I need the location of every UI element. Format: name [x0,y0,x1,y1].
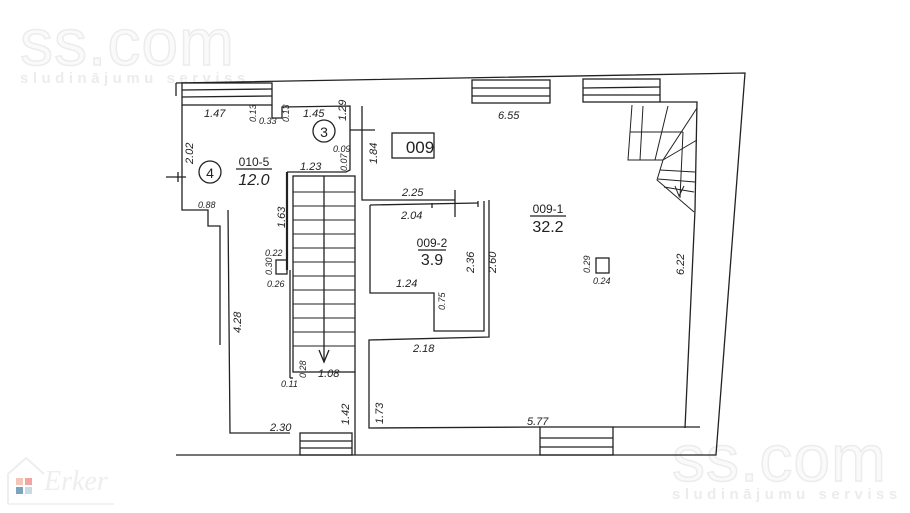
dim: 1.23 [300,161,322,173]
room-009-2-id: 009-2 [417,236,448,250]
marker-3: 3 [320,124,328,140]
dim: 1.45 [303,108,325,120]
room-009-1-id: 009-1 [533,202,564,216]
dim: 2.04 [400,210,422,222]
column [595,257,610,274]
dim: 0.07 [339,152,349,171]
dim: 1.47 [204,108,226,120]
dim: 1.84 [368,143,380,164]
dim: 1.73 [374,402,386,424]
dim: 6.55 [498,110,520,122]
room-010-5-walls [166,105,351,434]
dim: 1.24 [396,278,417,290]
dim: 0.33 [259,116,277,126]
room-009-1-area: 32.2 [532,219,563,236]
erker-logo: Erker [4,452,116,508]
unit-label-box [391,132,435,159]
dim: 2.30 [269,422,292,434]
dim: 0.13 [248,104,258,122]
dim: 6.22 [675,254,687,275]
dim: 0.11 [281,379,298,389]
dim: 0.22 [265,248,283,258]
marker-4: 4 [206,165,214,181]
dim: 2.02 [184,143,196,165]
room-010-5-id: 010-5 [239,155,270,169]
dim: 2.60 [487,251,499,274]
dim: 0.29 [582,255,592,273]
dim: 2.25 [401,187,424,199]
logo-text: Erker [44,466,108,497]
room-009-2-area: 3.9 [421,252,443,269]
window-bottom-left [299,432,353,456]
staircase-right [627,104,698,213]
window-top-middle [471,79,551,104]
right-inner-wall [660,101,698,429]
dim: 0.09 [333,144,351,154]
dim: 0.26 [267,279,285,289]
unit-label: 009 [406,138,434,157]
room-009-2-walls [369,201,485,332]
dim: 0.13 [281,104,291,122]
staircase-left [275,172,356,379]
marker-circle-4 [198,160,222,184]
dim: 0.24 [593,276,611,286]
dim: 1.42 [340,404,352,425]
dim: 4.28 [232,311,244,333]
window-top-right [582,78,661,103]
window-bottom-right [539,426,614,456]
dim: 1.08 [318,368,340,380]
dim: 0.28 [298,360,308,378]
dim: 1.29 [337,100,349,121]
dim: 2.18 [412,343,435,355]
room-009-walls [350,106,456,217]
house-icon [7,456,114,505]
marker-circle-3 [312,119,336,143]
dim: 0.75 [437,291,447,310]
window-top-left [181,82,273,106]
dim: 5.77 [527,416,549,428]
outer-walls [175,72,746,456]
dim: 0.30 [264,257,274,275]
dim: 0.88 [198,200,216,210]
room-010-5-area: 12.0 [238,172,269,189]
dim: 2.36 [465,251,477,274]
dim: 1.63 [276,206,288,228]
